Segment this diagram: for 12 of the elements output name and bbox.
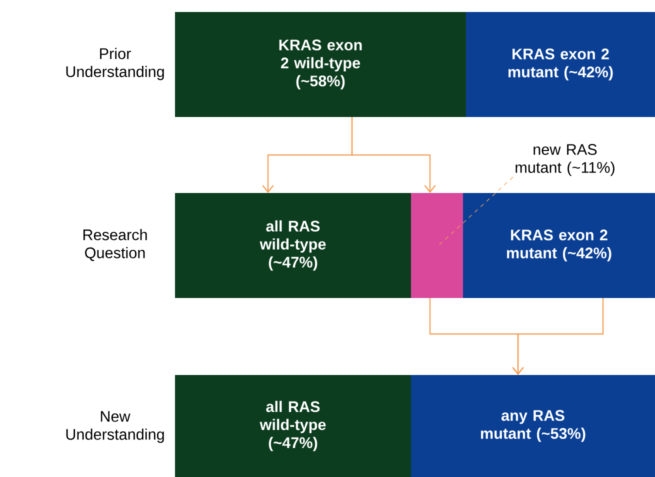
- segment-box: KRAS exon 2 wild-type (~58%): [175, 12, 466, 117]
- arrow: [512, 298, 604, 375]
- segment-box: KRAS exon 2 mutant (~42%): [463, 193, 655, 298]
- arrow: [351, 117, 436, 193]
- segment-box: all RAS wild-type (~47%): [175, 375, 411, 477]
- row-label: Research Question: [83, 229, 147, 261]
- segment-box: [411, 193, 463, 298]
- segment-box: KRAS exon 2 mutant (~42%): [466, 12, 655, 117]
- leader-line: [436, 176, 514, 248]
- callout-text: new RAS mutant (~11%): [516, 144, 614, 176]
- segment-box: any RAS mutant (~53%): [411, 375, 655, 477]
- segment-box: all RAS wild-type (~47%): [175, 193, 411, 298]
